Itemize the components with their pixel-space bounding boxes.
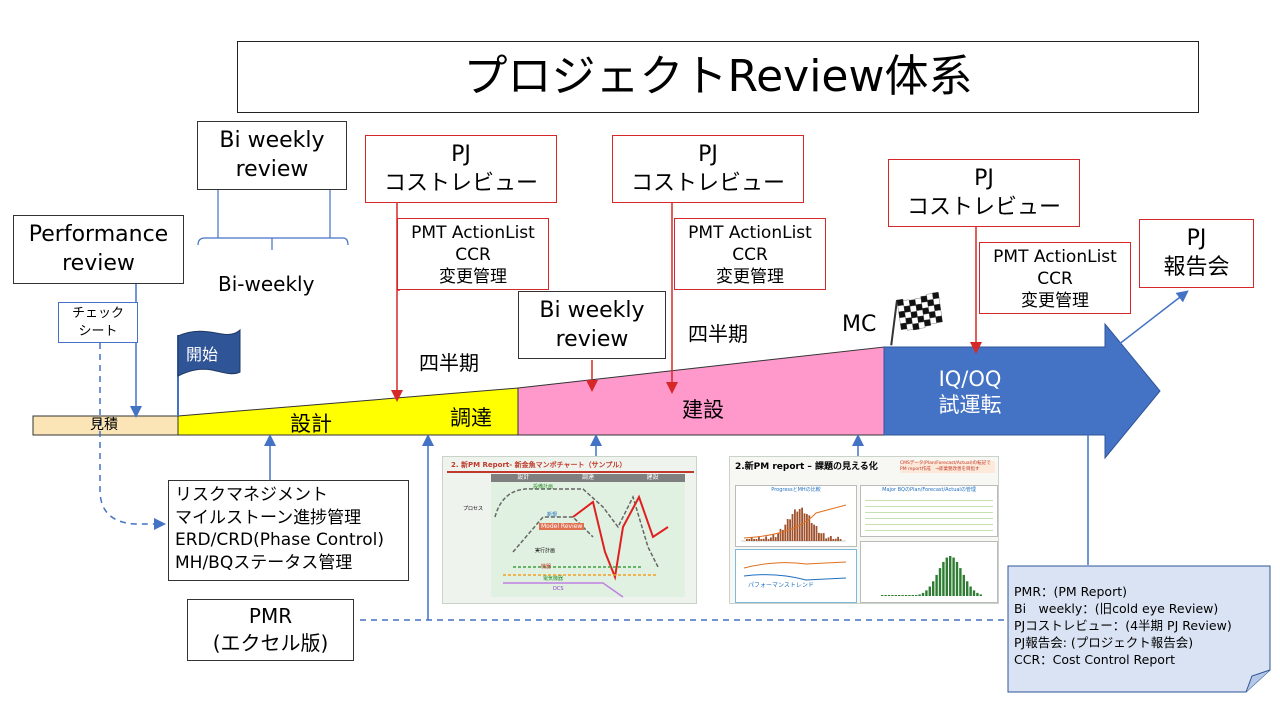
mc-label: MC <box>842 312 877 337</box>
biweekly-label: Bi-weekly <box>218 272 315 296</box>
construction-label: 建設 <box>682 398 724 422</box>
action-list-3: PMT ActionList CCR 変更管理 <box>979 242 1131 314</box>
title-box: プロジェクトReview体系 <box>237 41 1199 113</box>
biweekly-top-box: Bi weekly review <box>197 121 347 190</box>
performance-review-box: Performance review <box>13 215 184 284</box>
mambo-chart-thumbnail: 2. 新PM Report- 新金魚マンボチャート（サンプル） 設計 調達 建設… <box>442 456 697 604</box>
iqoq-arrow <box>883 322 1161 460</box>
action-list-1: PMT ActionList CCR 変更管理 <box>397 218 549 290</box>
biweekly-bracket <box>197 190 349 246</box>
procurement-label: 調達 <box>450 406 492 430</box>
pmr-box: PMR (エクセル版) <box>187 599 354 661</box>
mambo-chart-title: 2. 新PM Report- 新金魚マンボチャート（サンプル） <box>451 461 627 469</box>
pm-report-note: CMSデータ(Plan/Forecast/Actual)の転記でPM repor… <box>900 461 995 473</box>
bq-bars <box>881 556 982 596</box>
finish-flag-icon <box>890 292 943 346</box>
check-sheet-box: チェック シート <box>58 302 138 343</box>
mambo-chart-drawing <box>491 482 685 598</box>
page-title: プロジェクトReview体系 <box>463 51 973 102</box>
pm-report-title: 2.新PM report – 課題の見える化 <box>735 462 878 472</box>
iqoq-label: IQ/OQ 試運転 <box>938 367 1002 417</box>
pj-report-box: PJ 報告会 <box>1139 219 1254 288</box>
risk-management-box: リスクマネジメント マイルストーン進捗管理 ERD/CRD(Phase Cont… <box>168 480 409 581</box>
biweekly-mid-box: Bi weekly review <box>518 291 666 359</box>
performance-trend <box>743 561 847 581</box>
start-flag-label: 開始 <box>186 345 219 364</box>
legend-note: PMR：(PM Report) Bi weekly：(旧cold eye Rev… <box>1014 584 1232 667</box>
pj-cost-review-1: PJ コストレビュー <box>365 135 557 203</box>
progress-bars <box>741 504 847 542</box>
quarter-label-1: 四半期 <box>419 351 479 375</box>
start-flag <box>177 328 241 377</box>
quarter-label-2: 四半期 <box>688 322 748 346</box>
pj-cost-review-3: PJ コストレビュー <box>888 159 1080 227</box>
pm-report-thumbnail: 2.新PM report – 課題の見える化 CMSデータ(Plan/Forec… <box>729 456 999 604</box>
design-label: 設計 <box>290 412 332 436</box>
pj-cost-review-2: PJ コストレビュー <box>612 135 804 203</box>
estimate-label: 見積 <box>90 417 118 433</box>
action-list-2: PMT ActionList CCR 変更管理 <box>674 218 826 290</box>
